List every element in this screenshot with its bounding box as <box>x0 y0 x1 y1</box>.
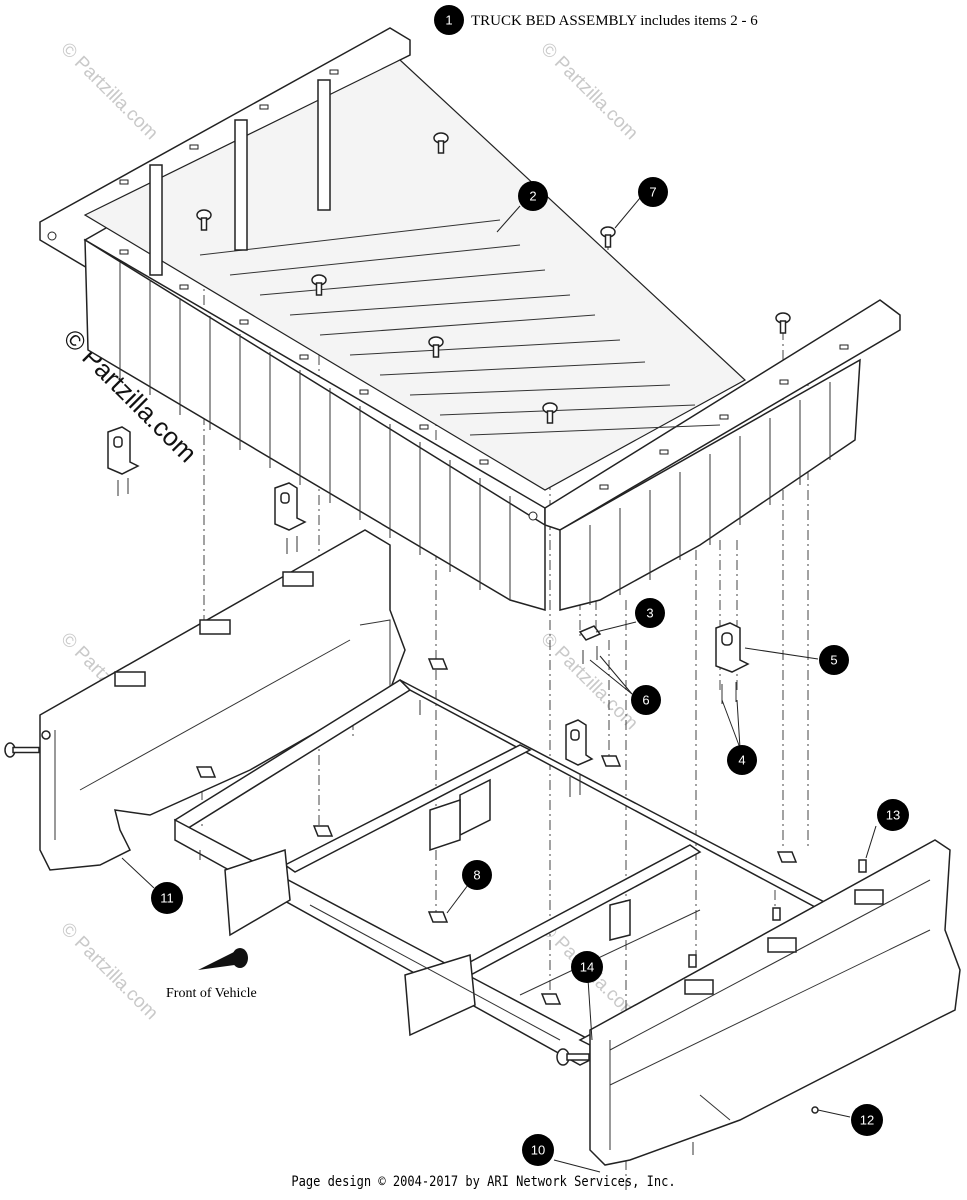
bed-bolts <box>196 132 791 424</box>
callout-5: 5 <box>819 645 849 675</box>
left-side-panel <box>4 529 406 871</box>
right-side-panel <box>556 839 961 1166</box>
page-footer: Page design © 2004-2017 by ARI Network S… <box>291 1174 676 1190</box>
svg-text:3: 3 <box>646 606 653 621</box>
callout-14: 14 <box>571 951 603 983</box>
svg-text:1: 1 <box>445 13 452 28</box>
callout-7: 7 <box>638 177 668 207</box>
svg-text:13: 13 <box>886 808 900 823</box>
svg-text:2: 2 <box>529 189 536 204</box>
watermark: © Partzilla.com <box>56 39 161 144</box>
frame <box>173 679 831 1066</box>
svg-text:6: 6 <box>642 693 649 708</box>
callout-leaders <box>121 197 877 1173</box>
nut-clips <box>195 658 798 1005</box>
callout-11: 11 <box>151 882 183 914</box>
callout-6: 6 <box>631 685 661 715</box>
plate-3 <box>578 625 602 664</box>
callout-10: 10 <box>522 1134 554 1166</box>
callout-4: 4 <box>727 745 757 775</box>
svg-text:4: 4 <box>738 753 745 768</box>
truck-bed <box>39 27 901 611</box>
svg-text:14: 14 <box>580 960 594 975</box>
callout-1: 1 <box>434 5 464 35</box>
left-brackets <box>107 426 307 554</box>
svg-text:12: 12 <box>860 1113 874 1128</box>
callout-2: 2 <box>518 181 548 211</box>
callout-12: 12 <box>851 1104 883 1136</box>
front-of-vehicle-arrow-icon <box>198 948 248 970</box>
svg-text:11: 11 <box>160 891 174 906</box>
callout-13: 13 <box>877 799 909 831</box>
center-bracket <box>565 719 594 797</box>
watermark: © Partzilla.com <box>56 919 161 1024</box>
svg-text:10: 10 <box>531 1143 545 1158</box>
watermark: © Partzilla.com <box>536 39 641 144</box>
svg-text:7: 7 <box>649 185 656 200</box>
svg-text:5: 5 <box>830 653 837 668</box>
assembly-title: TRUCK BED ASSEMBLY includes items 2 - 6 <box>471 13 758 29</box>
callout-3: 3 <box>635 598 665 628</box>
bracket-5 <box>715 622 750 704</box>
svg-text:8: 8 <box>473 868 480 883</box>
callout-8: 8 <box>462 860 492 890</box>
front-of-vehicle-label: Front of Vehicle <box>166 986 257 1001</box>
